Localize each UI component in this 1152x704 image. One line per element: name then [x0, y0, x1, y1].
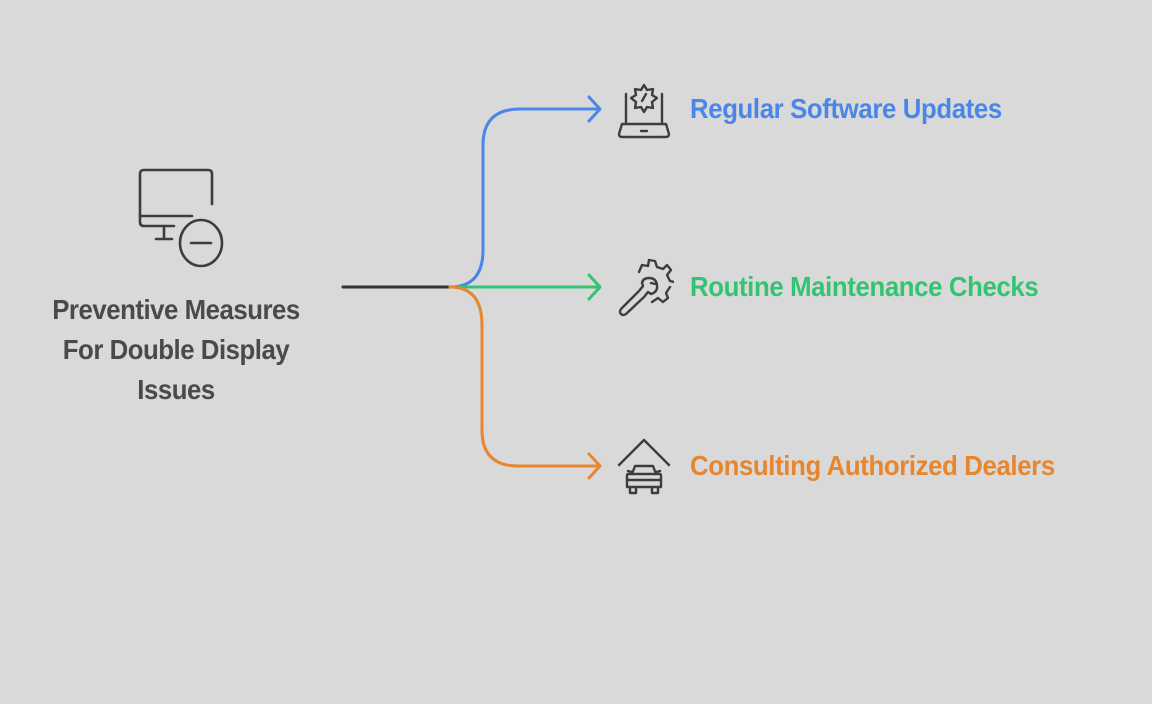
branch-arrowhead-2 — [587, 452, 602, 480]
root-title-line-2: For Double Display — [62, 334, 290, 365]
branch-connector-2 — [448, 285, 600, 468]
branch-label-software-updates: Regular Software Updates — [690, 93, 1002, 124]
branch-label-authorized-dealers: Consulting Authorized Dealers — [690, 450, 1055, 481]
root-title-line-3: Issues — [137, 374, 215, 405]
monitor-minus-icon — [138, 168, 224, 268]
branch-arrowhead-0 — [587, 95, 602, 123]
root-title: Preventive Measures For Double Display I… — [38, 290, 314, 410]
laptop-gear-icon — [617, 83, 671, 139]
branch-arrowhead-1 — [587, 273, 602, 301]
branch-label-maintenance-checks: Routine Maintenance Checks — [690, 271, 1039, 302]
car-garage-icon — [617, 438, 671, 495]
wrench-gear-icon — [618, 258, 674, 317]
root-title-line-1: Preventive Measures — [52, 294, 300, 325]
branch-connector-0 — [448, 107, 600, 289]
